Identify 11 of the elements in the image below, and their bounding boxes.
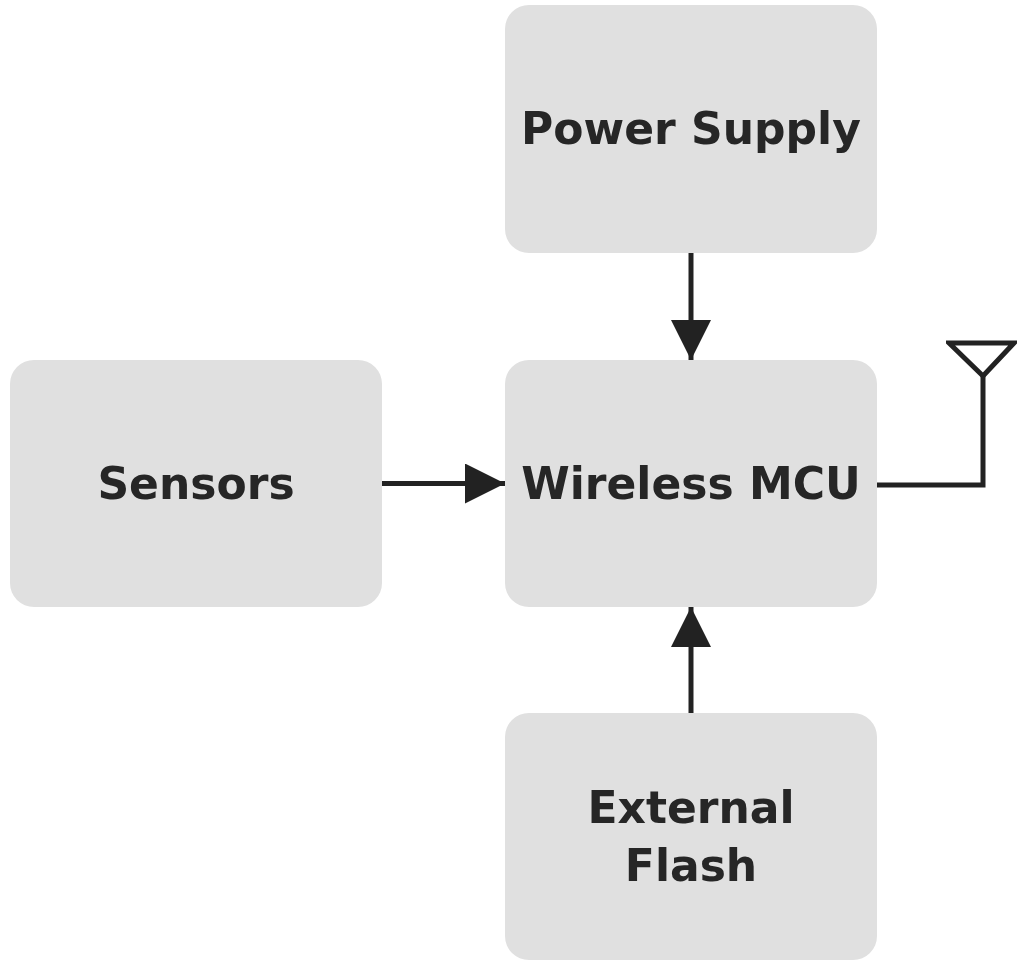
arrow: [382, 463, 505, 504]
block-label: Power Supply: [520, 102, 862, 157]
block-label: External Flash: [586, 781, 796, 893]
block-label: Wireless MCU: [520, 456, 862, 511]
block-box: [505, 5, 877, 253]
block-box: [505, 713, 877, 960]
block-label: Sensors: [96, 456, 296, 511]
block-box: [10, 360, 382, 607]
arrow: [671, 607, 711, 713]
arrow: [671, 253, 711, 360]
block-box: [505, 360, 877, 607]
